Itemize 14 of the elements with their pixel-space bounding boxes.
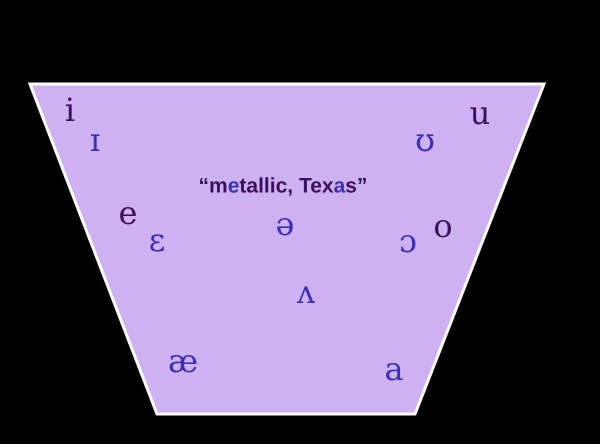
- vowel-symbol: i: [64, 94, 76, 126]
- vowel-symbol: ʊ: [415, 124, 435, 156]
- vowel-symbol: æ: [168, 345, 198, 377]
- vowel-symbol: ɛ: [148, 224, 166, 256]
- vowel-symbol: ɪ: [90, 124, 100, 156]
- vowel-symbol: e: [118, 197, 138, 229]
- vowel-symbol: o: [433, 210, 453, 242]
- vowel-trapezoid: [28, 82, 546, 416]
- vowel-symbol: a: [384, 353, 404, 385]
- vowel-symbol: ʌ: [296, 276, 316, 308]
- vowel-symbol: u: [470, 97, 490, 129]
- vowel-symbol: ɔ: [399, 225, 417, 257]
- vowel-symbol: ə: [276, 208, 294, 240]
- example-words: “metallic, Texas”: [198, 176, 368, 196]
